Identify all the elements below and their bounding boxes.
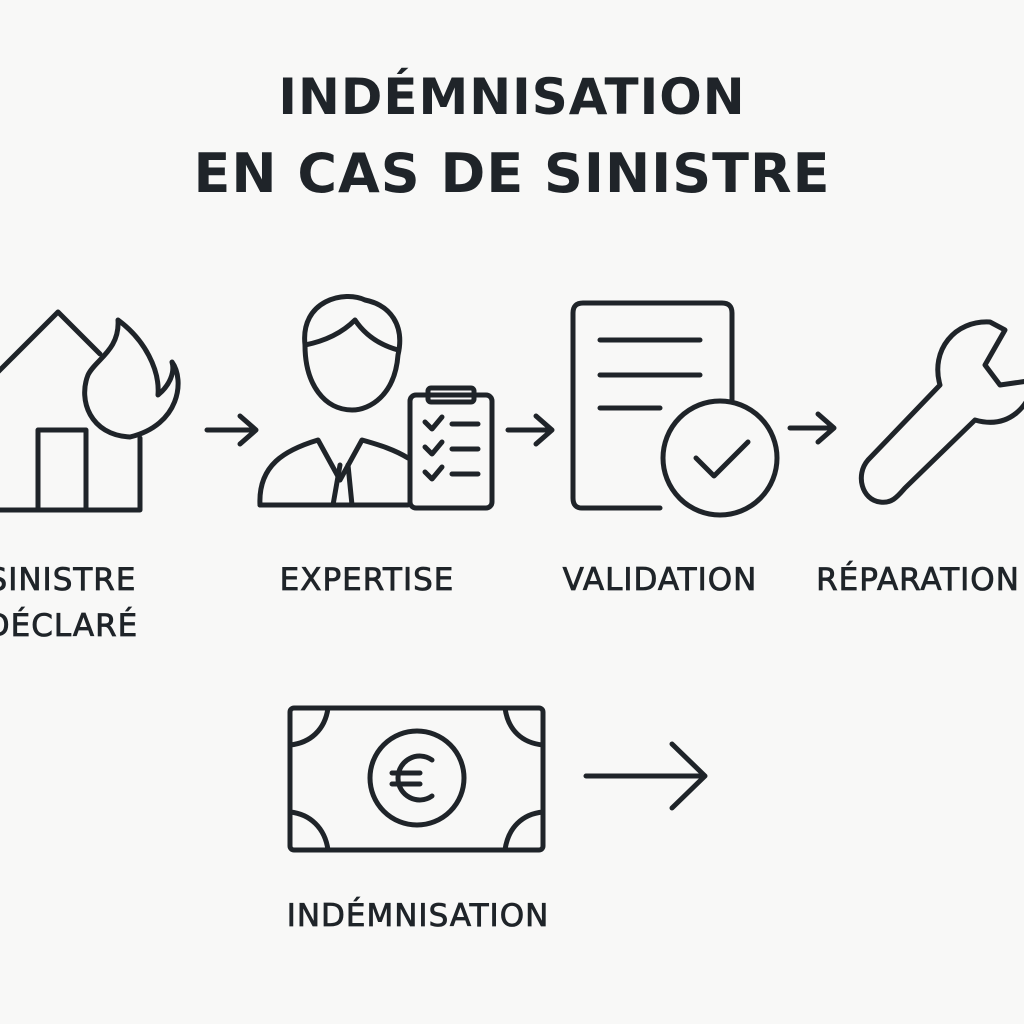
arrow-icon bbox=[204, 413, 259, 447]
wrench-icon bbox=[858, 319, 1024, 505]
euro-banknote-icon bbox=[287, 705, 546, 853]
step-label-indemnisation: INDÉMNISATION bbox=[286, 898, 550, 935]
step-label-validation: VALIDATION bbox=[562, 562, 758, 599]
title-line-2: EN CAS DE SINISTRE bbox=[193, 142, 831, 205]
arrow-icon bbox=[583, 741, 708, 811]
document-check-icon bbox=[570, 300, 780, 518]
arrow-icon bbox=[787, 411, 837, 445]
step-label-expertise: EXPERTISE bbox=[279, 562, 455, 599]
house-fire-icon bbox=[0, 309, 181, 513]
label-line-2: DÉCLARÉ bbox=[0, 608, 139, 645]
label-line-1: SINISTRE bbox=[0, 562, 137, 599]
expert-clipboard-icon bbox=[257, 294, 495, 511]
title-line-1: INDÉMNISATION bbox=[278, 68, 746, 126]
step-label-reparation: RÉPARATION bbox=[816, 562, 1020, 599]
arrow-icon bbox=[505, 413, 555, 447]
step-label-sinistre-declare: SINISTRE DÉCLARÉ bbox=[0, 557, 138, 649]
